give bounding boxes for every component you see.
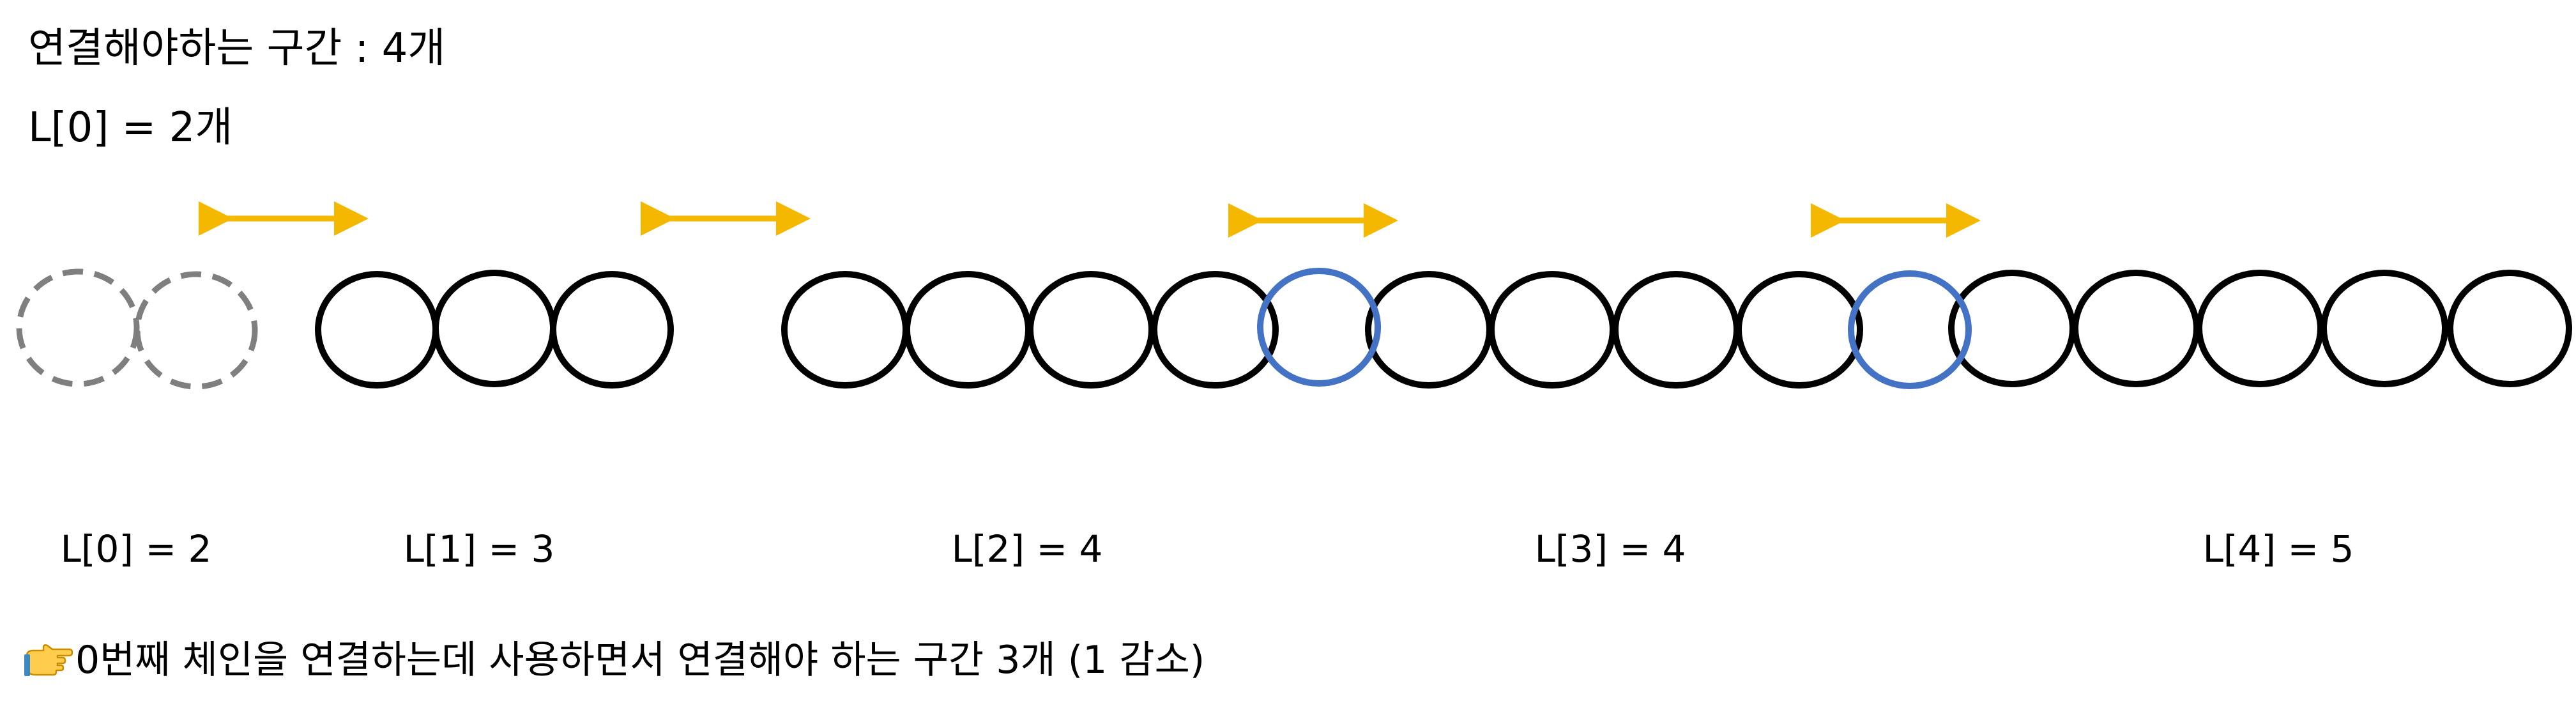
chain-ring <box>2072 270 2200 387</box>
subheading: L[0] = 2개 <box>28 104 233 151</box>
chain-label: L[4] = 5 <box>2202 527 2354 571</box>
chain-ring-dashed <box>134 271 258 390</box>
chain-1 <box>315 270 674 389</box>
page-title: 연결해야하는 구간 : 4개 <box>28 25 446 72</box>
chain-ring <box>315 271 439 389</box>
chain-2 <box>781 271 1279 389</box>
link-ring <box>1848 270 1972 389</box>
chain-ring <box>2321 270 2448 387</box>
chain-ring <box>1488 271 1616 389</box>
chain-ring <box>2447 270 2572 387</box>
chain-ring <box>1151 271 1279 389</box>
chain-ring-dashed <box>16 268 140 387</box>
chain-4 <box>1948 270 2572 387</box>
chain-ring <box>904 271 1032 389</box>
gap-arrows <box>199 201 1981 238</box>
chain-ring <box>1735 271 1863 389</box>
chain-ring <box>781 271 909 389</box>
link-ring <box>1257 268 1381 387</box>
chain-label: L[2] = 4 <box>951 527 1103 571</box>
pointing-hand-icon <box>24 644 73 676</box>
chain-ring <box>432 270 556 387</box>
chain-ring <box>1612 271 1740 389</box>
chain-ring <box>1027 271 1155 389</box>
chain-ring <box>2196 270 2324 387</box>
chain-label: L[3] = 4 <box>1534 527 1686 571</box>
chain-ring <box>550 271 674 389</box>
chain-0 <box>16 268 258 390</box>
chain-ring <box>1365 271 1493 389</box>
chain-3 <box>1365 271 1863 389</box>
chain-label: L[1] = 3 <box>403 527 555 571</box>
link-rings <box>1257 268 1972 389</box>
explanation-note: 0번째 체인을 연결하는데 사용하면서 연결해야 하는 구간 3개 (1 감소) <box>75 638 1205 682</box>
chain-label: L[0] = 2 <box>60 527 212 571</box>
